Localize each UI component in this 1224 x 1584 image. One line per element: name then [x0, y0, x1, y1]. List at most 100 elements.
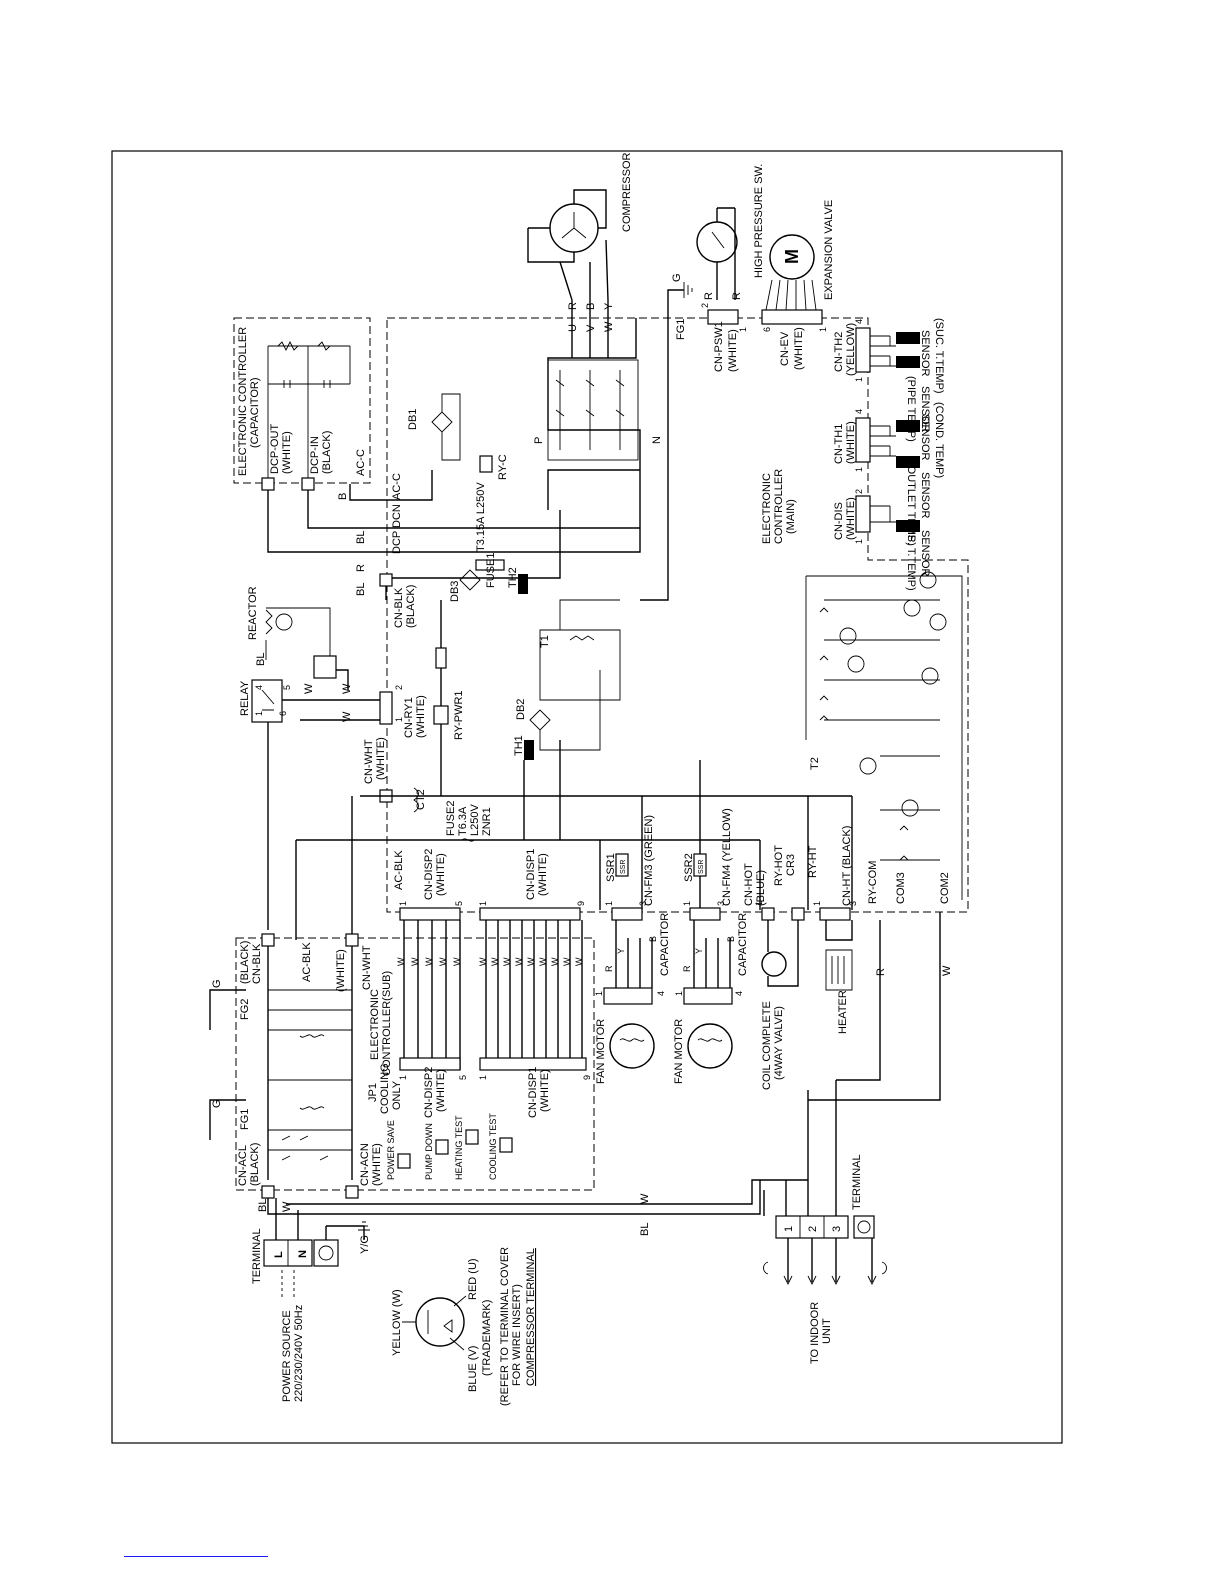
cn-th1-pin1: 1	[854, 467, 864, 472]
inverter-module	[547, 359, 639, 461]
switch-cooling-test-icon[interactable]	[499, 1137, 513, 1153]
cn-hot-pin1: 1	[754, 901, 764, 906]
jp1-label: JP1	[367, 1083, 379, 1102]
ssr1-label: SSR1	[605, 853, 617, 882]
bottom-connector-row	[399, 907, 851, 921]
relay-pin4: 4	[254, 685, 264, 690]
capacitor-controller-board	[233, 317, 371, 484]
ry-pwr1-fuse	[435, 647, 447, 669]
ry-pwr1-relay	[433, 705, 449, 725]
fg1-wire	[667, 289, 684, 318]
long-wire-bl: BL	[639, 1223, 651, 1236]
reactor-connector	[313, 655, 337, 679]
svg-text:W: W	[562, 957, 572, 966]
switch-pump-down[interactable]: PUMP DOWN	[424, 1123, 434, 1180]
fuse2-label: FUSE2	[445, 801, 457, 836]
out-wire-r: R	[875, 968, 887, 976]
fg1-label: FG1	[675, 319, 687, 340]
coil-label: COIL COMPLETE	[761, 1001, 773, 1090]
compressor-symbol	[527, 189, 609, 318]
dcp-out-label: DCP-OUT	[269, 424, 281, 474]
switch-cooling-test[interactable]: COOLING TEST	[488, 1113, 498, 1180]
compressor-wire-b: B	[585, 303, 597, 310]
sub-cn-wht-label: CN-WHT	[361, 945, 373, 990]
t1-transformer	[539, 599, 621, 701]
ct2-label: CT2	[415, 789, 427, 810]
svg-text:W: W	[526, 957, 536, 966]
legend-note1: (REFER TO TERMINAL COVER	[499, 1247, 511, 1406]
switch-heating-test-icon[interactable]	[465, 1129, 479, 1145]
pressure-wire-r2: R	[731, 292, 743, 300]
t1-label: T1	[539, 635, 551, 648]
cn-th2-pin1: 1	[854, 377, 864, 382]
dcp-out-terminal	[261, 477, 275, 491]
switch-pump-down-icon[interactable]	[435, 1139, 449, 1155]
svg-text:W: W	[452, 957, 462, 966]
cn-disp2-top-pin1: 1	[398, 901, 408, 906]
power-source-line1: POWER SOURCE	[281, 1310, 293, 1402]
cn-fm3-label: CN-FM3 (GREEN)	[643, 815, 655, 906]
legend-title: COMPRESSOR TERMINAL	[525, 1248, 537, 1386]
db1-label: DB1	[407, 409, 419, 430]
dcp-in-label: DCP-IN	[309, 436, 321, 474]
compressor-wire-r: R	[567, 302, 579, 310]
fm1-pin4: 4	[656, 991, 666, 996]
bus-dcn-label: DCN	[391, 504, 403, 528]
jp1-cooling: COOLING	[379, 1063, 391, 1114]
dcp-out-color: (WHITE)	[281, 431, 293, 474]
to-indoor-1: TO INDOOR	[809, 1302, 821, 1364]
sub-disp1-pin9: 9	[582, 1075, 592, 1080]
fan-motor-2-label: FAN MOTOR	[673, 1019, 685, 1084]
sub-cn-disp2-color: (WHITE)	[435, 1069, 447, 1112]
cn-disp2-top-sub: (WHITE)	[435, 853, 447, 896]
fan-motor-2	[683, 920, 733, 1069]
bus-r-label: R	[355, 564, 367, 572]
sub-cn-wht-color: (WHITE)	[335, 949, 347, 992]
cn-dis-color: (WHITE)	[845, 497, 857, 540]
sub-cn-disp1-label: CN-DISP1	[527, 1067, 539, 1118]
fm2-wire-r: R	[682, 965, 692, 972]
th1-thermistor	[524, 740, 534, 760]
cn-ev-label: CN-EV	[779, 331, 791, 366]
switch-heating-test[interactable]: HEATING TEST	[454, 1115, 464, 1180]
sub-cn-disp2-label: CN-DISP2	[423, 1067, 435, 1118]
sub-disp1-pin1: 1	[478, 1075, 488, 1080]
long-wire-w: W	[639, 1193, 651, 1204]
fm2-wire-b: B	[726, 936, 736, 942]
svg-text:W: W	[550, 957, 560, 966]
wire-bl-long	[267, 1180, 761, 1215]
relay-wiring	[267, 669, 386, 930]
cn-th1-label: CN-TH1	[833, 424, 845, 464]
sub-controller-wiring	[209, 920, 587, 1199]
svg-text:W: W	[490, 957, 500, 966]
bus-bl2-label: BL	[355, 583, 367, 596]
power-source-line2: 220/230/240V 50Hz	[293, 1305, 305, 1402]
cn-dis-label: CN-DIS	[833, 502, 845, 540]
terminal-v: V	[585, 324, 597, 332]
cn-th1-pin4: 4	[854, 409, 864, 414]
db3-label: DB3	[449, 581, 461, 602]
terminal-w: W	[603, 321, 615, 332]
capacitor-2-label: CAPACITOR	[737, 913, 749, 976]
reactor-label: REACTOR	[247, 586, 259, 640]
cn-ev-connector	[761, 309, 823, 325]
bus-bl-label: BL	[355, 531, 367, 544]
fuse1-rating: T3.15A L250V	[475, 482, 487, 552]
cap-ac-c-label: AC-C	[355, 449, 367, 476]
cn-disp1-top-pin1: 1	[478, 901, 488, 906]
cr3-label: CR3	[785, 854, 797, 876]
bus-ac-c-label: AC-C	[391, 473, 403, 500]
sub-cn-acl-color: (BLACK)	[249, 1143, 261, 1186]
dcp-in-color: (BLACK)	[321, 431, 333, 474]
db2-label: DB2	[515, 699, 527, 720]
cn-ht-pin1: 1	[812, 901, 822, 906]
terminal-u: U	[567, 324, 579, 332]
cn-fm3-pin1: 1	[604, 901, 614, 906]
switch-power-save[interactable]: POWER SAVE	[386, 1120, 396, 1180]
switch-power-save-icon[interactable]	[397, 1153, 411, 1169]
cn-disp1-top-sub: (WHITE)	[537, 853, 549, 896]
motor-m-symbol: M	[782, 249, 802, 264]
ssr1-box	[615, 853, 629, 877]
legend-yellow: YELLOW (W)	[391, 1289, 403, 1356]
cn-psw1-color: (WHITE)	[727, 329, 739, 372]
